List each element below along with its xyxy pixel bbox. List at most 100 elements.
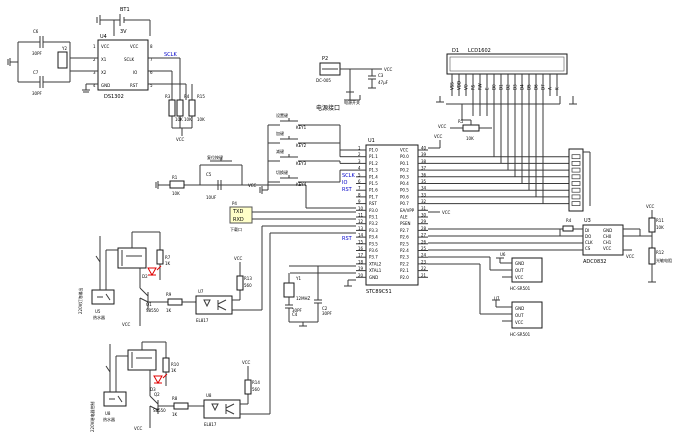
- pir-sensor-1: U6 GND OUT VCC HC-SR501: [428, 252, 543, 291]
- mcu-pin-right: P2.0: [400, 275, 409, 280]
- serial-txd: TXD: [232, 209, 243, 215]
- mcu-side-nets: SCLK IO RST RST: [342, 173, 355, 242]
- mcu-crystal: Y1 12MHZ C4 30PF C2 30PF: [283, 265, 356, 327]
- r1-value: 10K: [172, 191, 180, 196]
- u6-vcc: VCC: [515, 275, 524, 280]
- lcd-pin-label: A: [548, 87, 553, 90]
- c4-value: 30PF: [292, 308, 303, 313]
- mcu-pin-left: P3.2: [369, 221, 378, 226]
- mcu-pin-num-left: 10: [358, 206, 364, 211]
- mcu-pin-right: P0.4: [400, 181, 409, 186]
- r10-ref: R10: [171, 362, 179, 367]
- r12-ref: R12: [656, 250, 664, 255]
- lcd-pin-label: VDD: [457, 81, 462, 90]
- mcu-pin-num-right: 37: [421, 166, 427, 171]
- mcu-pin-left: P1.6: [369, 188, 378, 193]
- mcu-pin-num-right: 33: [421, 192, 427, 197]
- mcu-pin-num-right: 32: [421, 199, 427, 204]
- mcu-pin-num-right: 38: [421, 159, 427, 164]
- vcc-lcd: VCC: [438, 124, 447, 129]
- adc-do: DO: [585, 234, 591, 239]
- mcu-pin-num-left: 5: [358, 172, 361, 177]
- r3-ref: R3: [165, 94, 171, 99]
- r8-value: 1K: [172, 412, 178, 417]
- key-label: 设置键: [276, 112, 288, 118]
- mcu-stc89c51: U1 STC89C51 P1.01P1.12P1.23P1.34P1.45P1.…: [356, 138, 428, 295]
- vcc-reset: VCC: [248, 183, 257, 188]
- lcd-pin-label: D3: [513, 84, 518, 90]
- mcu-pin-num-right: 31: [421, 206, 427, 211]
- r13-value: 560: [244, 283, 252, 288]
- c2-value: 30PF: [322, 311, 333, 316]
- mcu-pin-num-left: 8: [358, 192, 361, 197]
- u4-num-8: 8: [150, 44, 153, 49]
- mcu-pin-num-right: 21: [421, 273, 427, 278]
- mcu-pin-right: P2.2: [400, 261, 409, 266]
- key-ref: KEY2: [296, 143, 307, 148]
- lcd-pin-label: VSS: [450, 82, 455, 90]
- load2-ref: U8: [105, 411, 111, 416]
- serial-label: 下载口: [230, 226, 242, 232]
- adc-name: ADC0832: [583, 259, 607, 265]
- lcd-name: LCD1602: [468, 48, 491, 54]
- mcu-pin-right: P0.3: [400, 174, 409, 179]
- u4-pin-rst: RST: [130, 83, 138, 88]
- r5-ref: R5: [458, 119, 464, 124]
- mcu-pin-num-left: 16: [358, 246, 364, 251]
- r15-value: 10K: [197, 117, 205, 122]
- u1-name: STC89C51: [366, 289, 392, 295]
- load1-label: 热水器: [93, 314, 105, 320]
- mcu-pin-right: P0.1: [400, 161, 409, 166]
- u7-gnd: GND: [515, 306, 524, 311]
- mcu-pin-left: P1.4: [369, 174, 378, 179]
- mcu-pin-num-right: 39: [421, 152, 427, 157]
- u4-num-3: 3: [93, 70, 96, 75]
- mcu-pin-num-left: 18: [358, 259, 364, 264]
- net-sclk-mcu: SCLK: [342, 173, 355, 179]
- vcc-pullups: VCC: [176, 137, 185, 142]
- mcu-pin-num-left: 6: [358, 179, 361, 184]
- mcu-pin-num-right: 28: [421, 226, 427, 231]
- u4-ref: U4: [100, 34, 107, 40]
- load1-ref: U5: [95, 309, 101, 314]
- sclk-net: SCLK: [164, 52, 177, 58]
- lcd-pin-label: D4: [520, 84, 525, 90]
- p2-ref: P2: [322, 56, 328, 62]
- u4-num-4: 4: [93, 83, 96, 88]
- rtc-pullups: VCC R3 10K R4 10K R15 10K: [165, 58, 205, 142]
- mcu-pin-num-left: 11: [358, 213, 364, 218]
- key-label: 加键: [276, 130, 284, 136]
- c2-ref: C2: [322, 306, 328, 311]
- r9-ref: R9: [166, 292, 172, 297]
- lcd-pin-label: K: [555, 87, 560, 90]
- u4-pin-io: IO: [133, 70, 137, 75]
- c6-ref: C6: [33, 29, 39, 34]
- battery-bt1: BT1 3V: [96, 7, 151, 36]
- p2-label: DC-005: [316, 78, 331, 83]
- led-d2-ref: D2: [142, 274, 148, 279]
- adc-ch0: CH0: [603, 234, 612, 239]
- relay-channel-2: 220V继电器控制 U8 热水器 R10 1K D3 Q2 S8550 VCC: [89, 232, 356, 432]
- adc-clk: CLK: [585, 240, 593, 245]
- mcu-pin-num-right: 26: [421, 239, 427, 244]
- reset-circuit: 复位按键 R1 10K C5 10UF VCC: [155, 154, 356, 209]
- u7-name: HC-SR501: [510, 332, 531, 337]
- bt1-ref: BT1: [120, 7, 130, 13]
- mcu-pin-right: EA/VPP: [400, 208, 415, 213]
- u4-pin-vcc-r: VCC: [130, 44, 139, 49]
- vcc-power: VCC: [384, 67, 393, 72]
- lcd-contrast-pot: R5 10K VCC: [438, 104, 492, 141]
- vcc-q2: VCC: [134, 426, 143, 431]
- vcc-q1: VCC: [122, 322, 131, 327]
- led-d3-ref: D3: [150, 387, 156, 392]
- lcd-pin-label: RW: [478, 83, 483, 90]
- reset-label: 复位按键: [207, 154, 223, 160]
- u4-pin-gnd: GND: [101, 83, 110, 88]
- adc-ref: U3: [584, 218, 591, 224]
- net-rst-mcu: RST: [342, 187, 353, 193]
- c5-ref: C5: [206, 172, 212, 177]
- r5-value: 10K: [466, 136, 474, 141]
- mcu-pin-left: P1.0: [369, 148, 378, 153]
- r8-ref: R8: [172, 396, 178, 401]
